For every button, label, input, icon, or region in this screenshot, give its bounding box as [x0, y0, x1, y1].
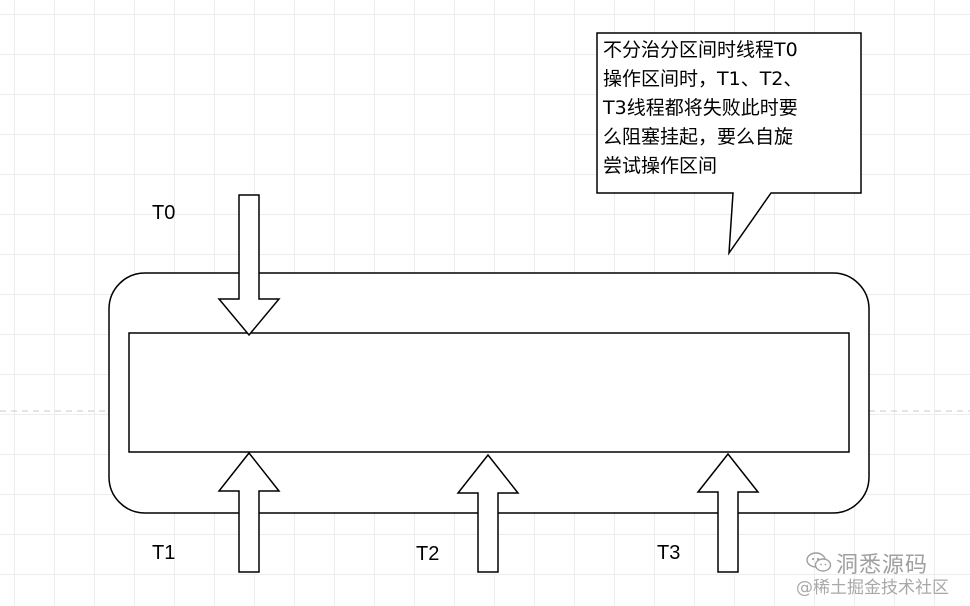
interval-box [128, 332, 850, 453]
t3-arrow [696, 452, 760, 573]
t1-arrow [217, 451, 281, 573]
watermark: 洞悉源码 @稀土掘金技术社区 [796, 547, 968, 605]
t2-label: T2 [416, 543, 439, 565]
watermark-site: @稀土掘金技术社区 [796, 578, 949, 598]
callout-line: 么阻塞挂起，要么自旋 [603, 126, 794, 148]
callout-line: T3线程都将失败此时要 [603, 97, 798, 119]
callout-line: 操作区间时，T1、T2、 [603, 68, 803, 90]
t3-label: T3 [657, 542, 680, 564]
callout-text: 不分治分区间时线程T0 操作区间时，T1、T2、 T3线程都将失败此时要 么阻塞… [603, 36, 861, 181]
callout-bubble [596, 32, 862, 256]
t2-arrow [456, 453, 520, 573]
wechat-icon [806, 552, 832, 572]
t0-arrow [217, 194, 281, 337]
watermark-brand: 洞悉源码 [836, 553, 929, 578]
callout-line: 尝试操作区间 [603, 155, 718, 177]
t1-label: T1 [152, 542, 175, 564]
t0-label: T0 [152, 202, 175, 224]
callout-line: 不分治分区间时线程T0 [603, 39, 798, 61]
